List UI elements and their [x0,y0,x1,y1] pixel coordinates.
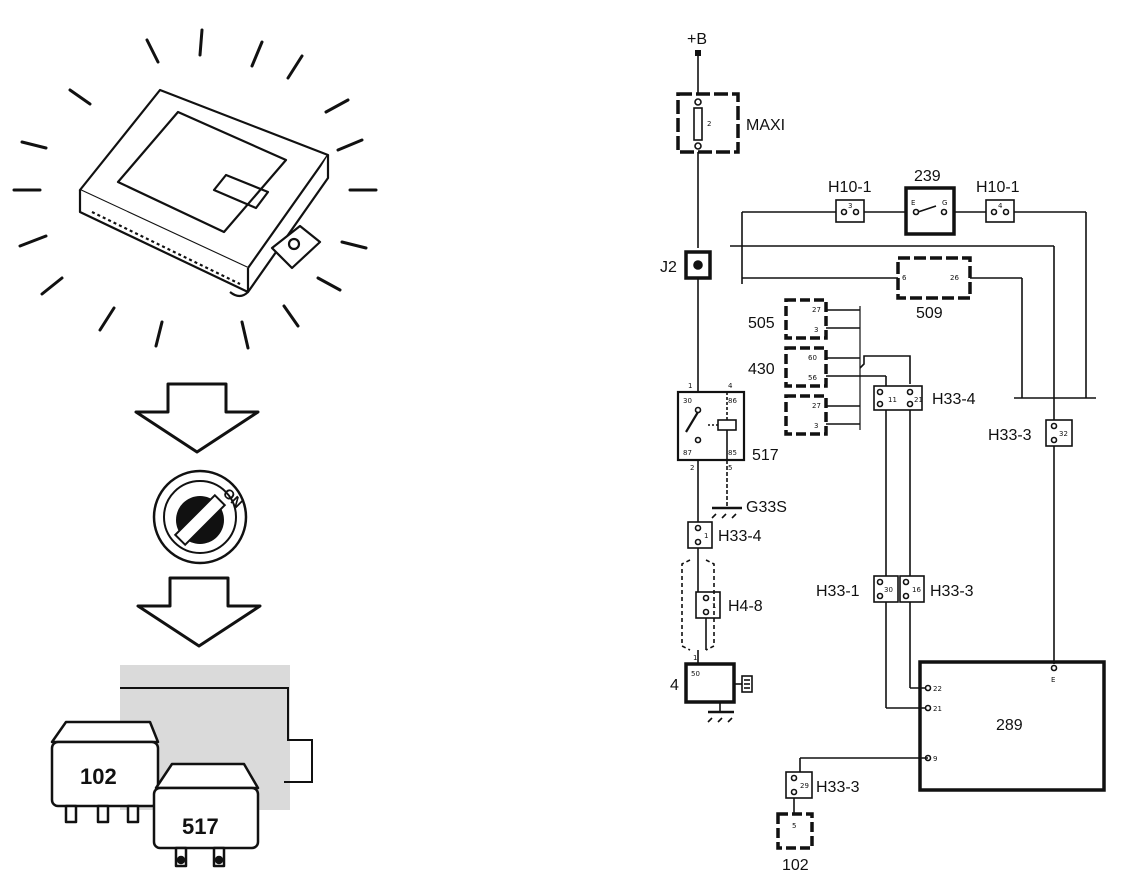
h33-3-mid-label: H33-3 [930,583,974,600]
relay-pin-30: 30 [683,397,692,405]
h10-right-label: H10-1 [976,179,1020,196]
component-505-label: 505 [748,315,775,332]
component-unlabelled-pin-top: 27 [812,402,821,410]
h10-left-label: H10-1 [828,179,872,196]
down-arrow-icon [134,382,260,454]
h33-3-top-connector [1045,419,1073,447]
flash-rays-icon [12,28,378,350]
h33-4-right-pin-b: 21 [914,396,923,404]
h4-8-label: H4-8 [728,598,763,615]
relay-517-number: 517 [182,814,219,839]
relay-pin-86: 86 [728,397,737,405]
component-239-box [904,186,956,236]
h33-1-pin: 30 [884,586,893,594]
h33-4-right-label: H33-4 [932,391,976,408]
component-430-label: 430 [748,361,775,378]
maxi-label: MAXI [746,117,785,134]
maxi-pin: 2 [707,120,711,128]
component-430-box [784,346,828,388]
component-430-pin-bottom: 56 [808,374,817,382]
h33-4-left-pin: 1 [704,532,708,540]
relay-102-number: 102 [80,764,117,789]
h10-right-pin: 4 [998,202,1003,210]
relay-illustration: 102 517 [50,665,313,868]
h33-3-top-pin: 32 [1059,430,1068,438]
h10-left-pin: 3 [848,202,852,210]
down-arrow-icon [136,576,262,648]
h33-3-mid-pin: 16 [912,586,921,594]
component-239-pin-g: G [942,199,947,207]
h4-8-connector [695,591,721,619]
relay-term-2: 2 [690,464,694,472]
h33-4-left-label: H33-4 [718,528,762,545]
component-505-box [784,298,828,340]
component-102-box [776,812,814,850]
relay-term-4: 4 [728,382,733,390]
component-239-label: 239 [914,168,941,185]
relay-pin-87: 87 [683,449,692,457]
h33-3-bottom-connector [785,771,813,799]
alarm-module-illustration [12,28,378,350]
h33-3-bottom-pin: 29 [800,782,809,790]
j2-label: J2 [660,259,677,276]
component-505-pin-bottom: 3 [814,326,818,334]
h33-4-right-connector [873,385,923,411]
component-239-pin-e: E [911,199,915,207]
component-509-box [896,256,972,300]
component-unlabelled-pin-bottom: 3 [814,422,818,430]
supply-label: +B [687,31,707,48]
starter-term: 1 [693,654,697,662]
control-module-icon [78,88,330,298]
h10-right-connector [985,199,1015,223]
relay-102-icon [50,720,160,824]
relay-term-5: 5 [728,464,732,472]
h33-3-mid-connector [899,575,925,603]
relay-517-box [676,390,746,462]
ignition-key-icon: ON [152,469,248,565]
component-505-pin-top: 27 [812,306,821,314]
ground-label: G33S [746,499,787,516]
h33-4-left-connector [687,521,713,549]
component-102-label: 102 [782,857,809,874]
relay-term-1: 1 [688,382,692,390]
starter-pin: 50 [691,670,700,678]
relay-517-label: 517 [752,447,779,464]
ecu-289-box [918,660,1106,792]
ecu-289-label: 289 [996,717,1023,734]
component-430-pin-top: 60 [808,354,817,362]
wiring-diagram: +B 2 MAXI J2 3 H10-1 E G 239 4 [660,31,1106,874]
relay-517-icon [152,762,260,868]
starter-box [684,662,736,704]
ecu-pin-22: 22 [933,685,942,693]
h4-8-pin: 1 [712,602,716,610]
h33-4-right-pin-a: 11 [888,396,897,404]
h33-3-top-label: H33-3 [988,427,1032,444]
component-509-label: 509 [916,305,943,322]
relay-pin-85: 85 [728,449,737,457]
h33-3-bottom-label: H33-3 [816,779,860,796]
component-509-pin-right: 26 [950,274,959,282]
maxi-fuse-box [676,92,740,154]
component-509-pin-left: 6 [902,274,907,282]
ecu-pin-21: 21 [933,705,942,713]
component-unlabelled-box [784,394,828,436]
ecu-pin-e: E [1051,676,1055,684]
starter-label: 4 [670,677,679,694]
h33-1-label: H33-1 [816,583,860,600]
h10-left-connector [835,199,865,223]
component-102-pin: 5 [792,822,796,830]
ecu-pin-9: 9 [933,755,937,763]
